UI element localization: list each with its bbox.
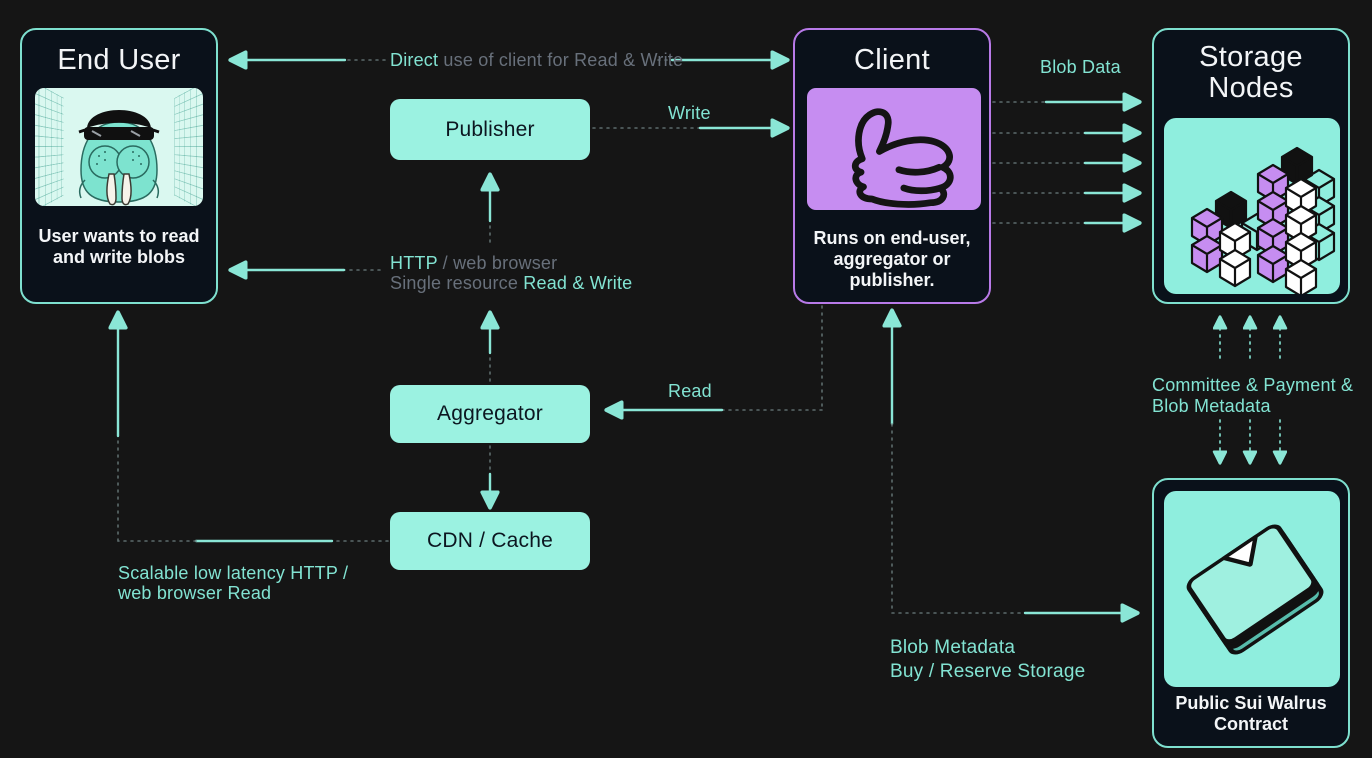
walrus-illustration — [78, 110, 160, 206]
http-label: HTTP / web browser Single resource Read … — [390, 253, 632, 293]
thumbs-up-icon — [807, 88, 981, 210]
storage-nodes-card: Storage Nodes — [1152, 28, 1350, 304]
walrus-user-icon — [35, 88, 203, 206]
read-write-text: Read & Write — [523, 273, 633, 293]
storage-cubes-glyph — [1190, 146, 1336, 294]
aggregator-label: Aggregator — [437, 402, 543, 425]
end-user-caption: User wants to read and write blobs — [38, 226, 200, 267]
single-resource-text: Single resource — [390, 273, 524, 293]
aggregator-pill: Aggregator — [390, 385, 590, 443]
storage-cubes-icon — [1164, 118, 1340, 294]
end-user-title: End User — [57, 44, 181, 76]
scalable-label: Scalable low latency HTTP / web browser … — [118, 563, 349, 603]
write-label: Write — [668, 103, 711, 123]
committee-label: Committee & Payment & Blob Metadata — [1152, 375, 1354, 416]
end-user-card: End User — [20, 28, 218, 304]
http-label-line1: HTTP / web browser — [390, 253, 632, 273]
storage-nodes-title: Storage Nodes — [1199, 41, 1303, 104]
cdn-cache-pill: CDN / Cache — [390, 512, 590, 570]
thumbs-up-glyph — [851, 108, 954, 208]
client-card: Client Runs on end-user, aggregator or p… — [793, 28, 991, 304]
cdn-cache-label: CDN / Cache — [427, 529, 553, 552]
blob-data-label: Blob Data — [1040, 57, 1121, 77]
publisher-pill: Publisher — [390, 99, 590, 160]
contract-caption: Public Sui Walrus Contract — [1175, 693, 1327, 734]
read-label: Read — [668, 381, 712, 401]
contract-papers-glyph — [1186, 524, 1324, 655]
contract-card: Public Sui Walrus Contract — [1152, 478, 1350, 748]
http-rest: / web browser — [437, 253, 558, 273]
blob-metadata-label: Blob Metadata Buy / Reserve Storage — [890, 637, 1086, 682]
http-highlight: HTTP — [390, 253, 438, 273]
client-caption: Runs on end-user, aggregator or publishe… — [813, 228, 971, 290]
client-title: Client — [854, 44, 930, 76]
direct-use-highlight: Direct — [390, 50, 439, 70]
direct-use-label: Direct use of client for Read & Write — [390, 50, 683, 70]
http-label-line2: Single resource Read & Write — [390, 273, 632, 293]
direct-use-rest: use of client for Read & Write — [438, 50, 684, 70]
contract-papers-icon — [1164, 491, 1340, 687]
publisher-label: Publisher — [445, 117, 535, 141]
